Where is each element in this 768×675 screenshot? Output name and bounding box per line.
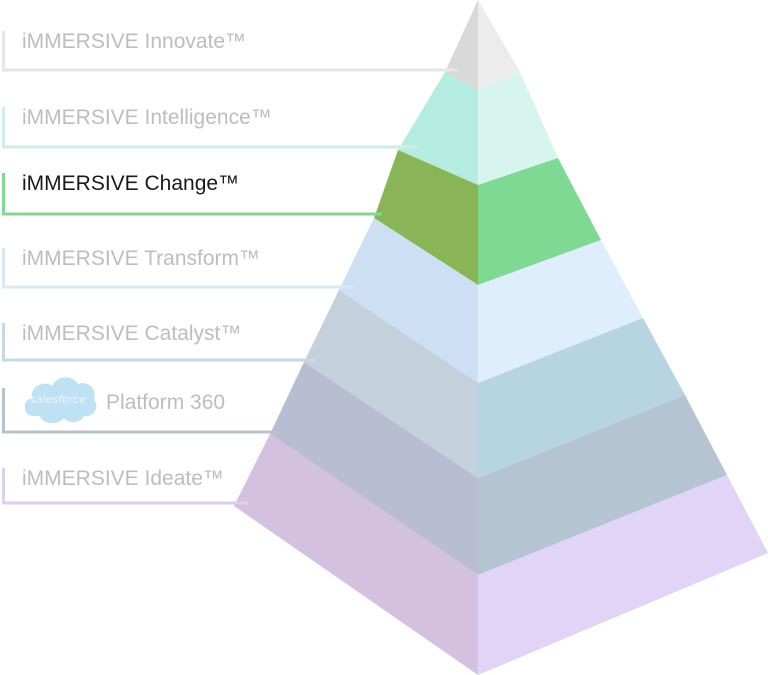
pyramid-tier-innovate-left-face: [445, 0, 478, 90]
pyramid-tier-change-right-face: [478, 158, 601, 285]
connector-line-transform: [2, 248, 353, 289]
connector-line-intelligence: [2, 107, 418, 149]
tier-label-transform[interactable]: iMMERSIVE Transform™: [22, 247, 261, 270]
salesforce-logo-text: salesforce: [30, 393, 86, 406]
pyramid-tier-catalyst-right-face: [478, 318, 685, 478]
pyramid-tier-intelligence-right-face: [478, 72, 558, 185]
tier-label-change[interactable]: iMMERSIVE Change™: [22, 172, 240, 195]
connector-line-change: [2, 173, 382, 216]
pyramid-tier-ideate-left-face: [234, 434, 478, 675]
tier-label-platform[interactable]: Platform 360: [106, 391, 226, 414]
tier-label-innovate[interactable]: iMMERSIVE Innovate™: [22, 30, 247, 53]
salesforce-logo: salesforce: [20, 370, 98, 428]
tier-label-ideate[interactable]: iMMERSIVE Ideate™: [22, 467, 224, 490]
pyramid-tier-change-left-face: [374, 150, 478, 285]
pyramid-tier-transform-left-face: [339, 218, 478, 383]
pyramid-tier-platform-right-face: [478, 395, 727, 575]
tier-label-intelligence[interactable]: iMMERSIVE Intelligence™: [22, 106, 272, 129]
pyramid-tier-innovate-right-face: [478, 0, 520, 90]
connector-line-catalyst: [2, 323, 318, 362]
pyramid-tier-catalyst-left-face: [304, 290, 478, 478]
connector-line-ideate: [2, 468, 248, 505]
pyramid-tier-ideate-right-face: [478, 475, 768, 675]
tier-label-catalyst[interactable]: iMMERSIVE Catalyst™: [22, 322, 242, 345]
connector-line-platform: [2, 388, 283, 434]
connector-line-innovate: [2, 31, 458, 72]
pyramid-tier-transform-right-face: [478, 240, 643, 383]
pyramid-tier-platform-left-face: [270, 362, 478, 575]
pyramid-tier-intelligence-left-face: [398, 72, 478, 185]
